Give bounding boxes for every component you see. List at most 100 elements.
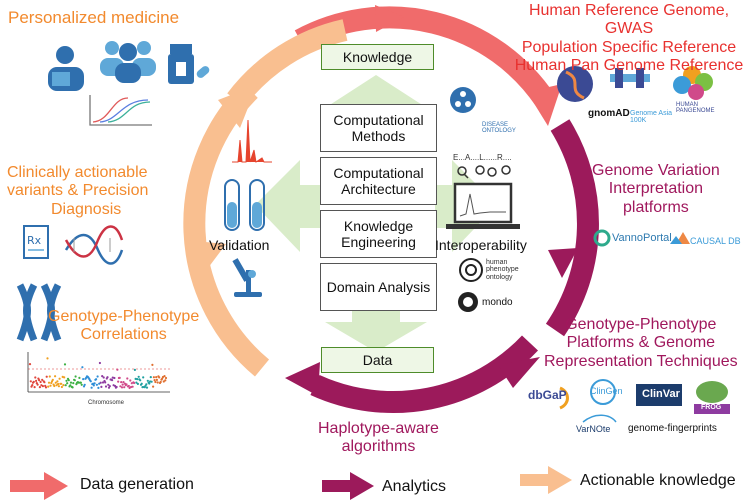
- manhattan-dot: [155, 376, 158, 379]
- legend-data-generation-arrow: [10, 472, 68, 500]
- reference-genome-label: Human Reference Genome, GWAS Population …: [504, 2, 754, 76]
- manhattan-dot: [101, 375, 104, 378]
- manhattan-dot: [49, 384, 52, 387]
- dna-icon: [64, 225, 124, 265]
- manhattan-dot: [35, 379, 38, 382]
- manhattan-dot: [150, 380, 153, 383]
- frog-logo-text: FROG: [701, 404, 722, 411]
- svg-text:E...A....L......R....: E...A....L......R....: [453, 153, 512, 162]
- genotype-corr-line-2: Correlations: [80, 326, 167, 344]
- manhattan-dot: [155, 378, 158, 381]
- manhattan-dot: [164, 379, 167, 382]
- manhattan-dot: [139, 379, 142, 382]
- manhattan-dot: [96, 375, 99, 378]
- clinical-label: Clinically actionable variants & Precisi…: [7, 164, 148, 219]
- manhattan-dot: [36, 383, 39, 386]
- manhattan-dot: [95, 378, 98, 381]
- clinical-line-2: variants & Precision: [7, 182, 149, 200]
- manhattan-dot: [164, 376, 168, 380]
- manhattan-dot: [46, 357, 49, 360]
- hpo-logo-icon: [459, 258, 483, 282]
- disease-ontology-logo: DISEASE ONTOLOGY: [482, 122, 516, 134]
- manhattan-dot: [129, 379, 132, 382]
- manhattan-dot: [163, 375, 166, 378]
- manhattan-dot: [38, 379, 41, 382]
- clinvar-logo: [636, 384, 682, 406]
- manhattan-dot: [101, 381, 105, 384]
- interoperability-label: Interoperability: [435, 237, 527, 253]
- reference-line-1: Human Reference Genome, GWAS: [528, 2, 730, 38]
- manhattan-dot: [120, 381, 123, 384]
- arrowhead-clinical: [185, 240, 226, 272]
- manhattan-dot: [69, 384, 72, 387]
- personalized-medicine-label: Personalized medicine: [8, 8, 180, 27]
- manhattan-dot: [142, 376, 145, 379]
- data-box: Data: [321, 347, 434, 373]
- manhattan-dot: [60, 385, 64, 389]
- svg-text:Rx: Rx: [27, 234, 42, 247]
- dose-curve-icon: [89, 95, 152, 126]
- manhattan-dot: [158, 376, 161, 379]
- genotype-correlations-label: Genotype-Phenotype Correlations: [48, 308, 199, 345]
- genome-fingerprints-logo: genome-fingerprints: [628, 423, 717, 434]
- manhattan-dot: [118, 376, 121, 379]
- causaldb-logo: [670, 232, 690, 244]
- legend-actionable-label: Actionable knowledge: [580, 472, 736, 489]
- computational-methods-box: Computational Methods: [320, 104, 437, 152]
- manhattan-dot: [117, 380, 120, 383]
- manhattan-dot: [116, 368, 119, 371]
- haplotype-label: Haplotype-aware algorithms: [318, 420, 439, 457]
- clinvar-logo-text: ClinVar: [642, 388, 680, 400]
- manhattan-dot: [122, 381, 125, 384]
- manhattan-dot: [145, 386, 149, 389]
- manhattan-dot: [72, 382, 75, 385]
- manhattan-dot: [140, 382, 143, 385]
- manhattan-dot: [152, 376, 155, 379]
- mondo-logo-text: mondo: [482, 297, 513, 308]
- manhattan-dot: [97, 386, 100, 389]
- laptop-icon: [446, 182, 520, 229]
- manhattan-dot: [78, 376, 81, 379]
- manhattan-dot: [66, 382, 69, 385]
- pangenome-logo-text: HUMAN PANGENOME: [676, 102, 715, 114]
- manhattan-dot: [48, 375, 51, 378]
- dna-circle-logo: [557, 66, 593, 102]
- reference-line-2: Population Specific Reference: [521, 38, 737, 56]
- manhattan-dot: [95, 383, 98, 386]
- person-tablet-icon: [48, 46, 84, 91]
- platforms-line-3: Representation Techniques: [544, 352, 738, 370]
- manhattan-dot: [34, 376, 37, 379]
- manhattan-dot: [89, 380, 92, 383]
- manhattan-dot: [33, 386, 36, 389]
- manhattan-dot: [67, 379, 70, 382]
- svg-text:Chromosome: Chromosome: [88, 400, 125, 406]
- manhattan-dot: [69, 381, 73, 384]
- manhattan-dot: [123, 386, 126, 389]
- manhattan-dot: [57, 382, 60, 386]
- arrowhead-bottom-right: [498, 357, 540, 388]
- manhattan-dot: [149, 376, 152, 379]
- manhattan-dot: [130, 382, 133, 385]
- manhattan-dot: [104, 385, 108, 388]
- legend-analytics-label: Analytics: [382, 478, 447, 495]
- manhattan-dot: [111, 379, 114, 382]
- manhattan-dot: [60, 382, 63, 385]
- lab-logo: [610, 68, 650, 88]
- manhattan-dot: [126, 377, 129, 380]
- manhattan-dot: [54, 381, 57, 384]
- manhattan-dot: [133, 368, 136, 371]
- manhattan-dot: [55, 384, 58, 387]
- manhattan-dot: [80, 383, 83, 386]
- manhattan-dot: [156, 381, 159, 384]
- arrowhead-personalized: [218, 85, 257, 128]
- arrowhead-reference: [527, 84, 562, 126]
- varnote-logo-text: VarNOte: [576, 424, 611, 434]
- manhattan-dot: [58, 377, 61, 380]
- manhattan-dot: [102, 376, 105, 379]
- manhattan-dot: [92, 384, 95, 387]
- manhattan-dot: [62, 384, 65, 387]
- manhattan-dot: [148, 382, 151, 385]
- manhattan-dot: [99, 381, 102, 384]
- reference-line-3: Human Pan Genome Reference: [514, 57, 744, 75]
- variation-platforms-label: Genome Variation Interpretation platform…: [592, 162, 720, 217]
